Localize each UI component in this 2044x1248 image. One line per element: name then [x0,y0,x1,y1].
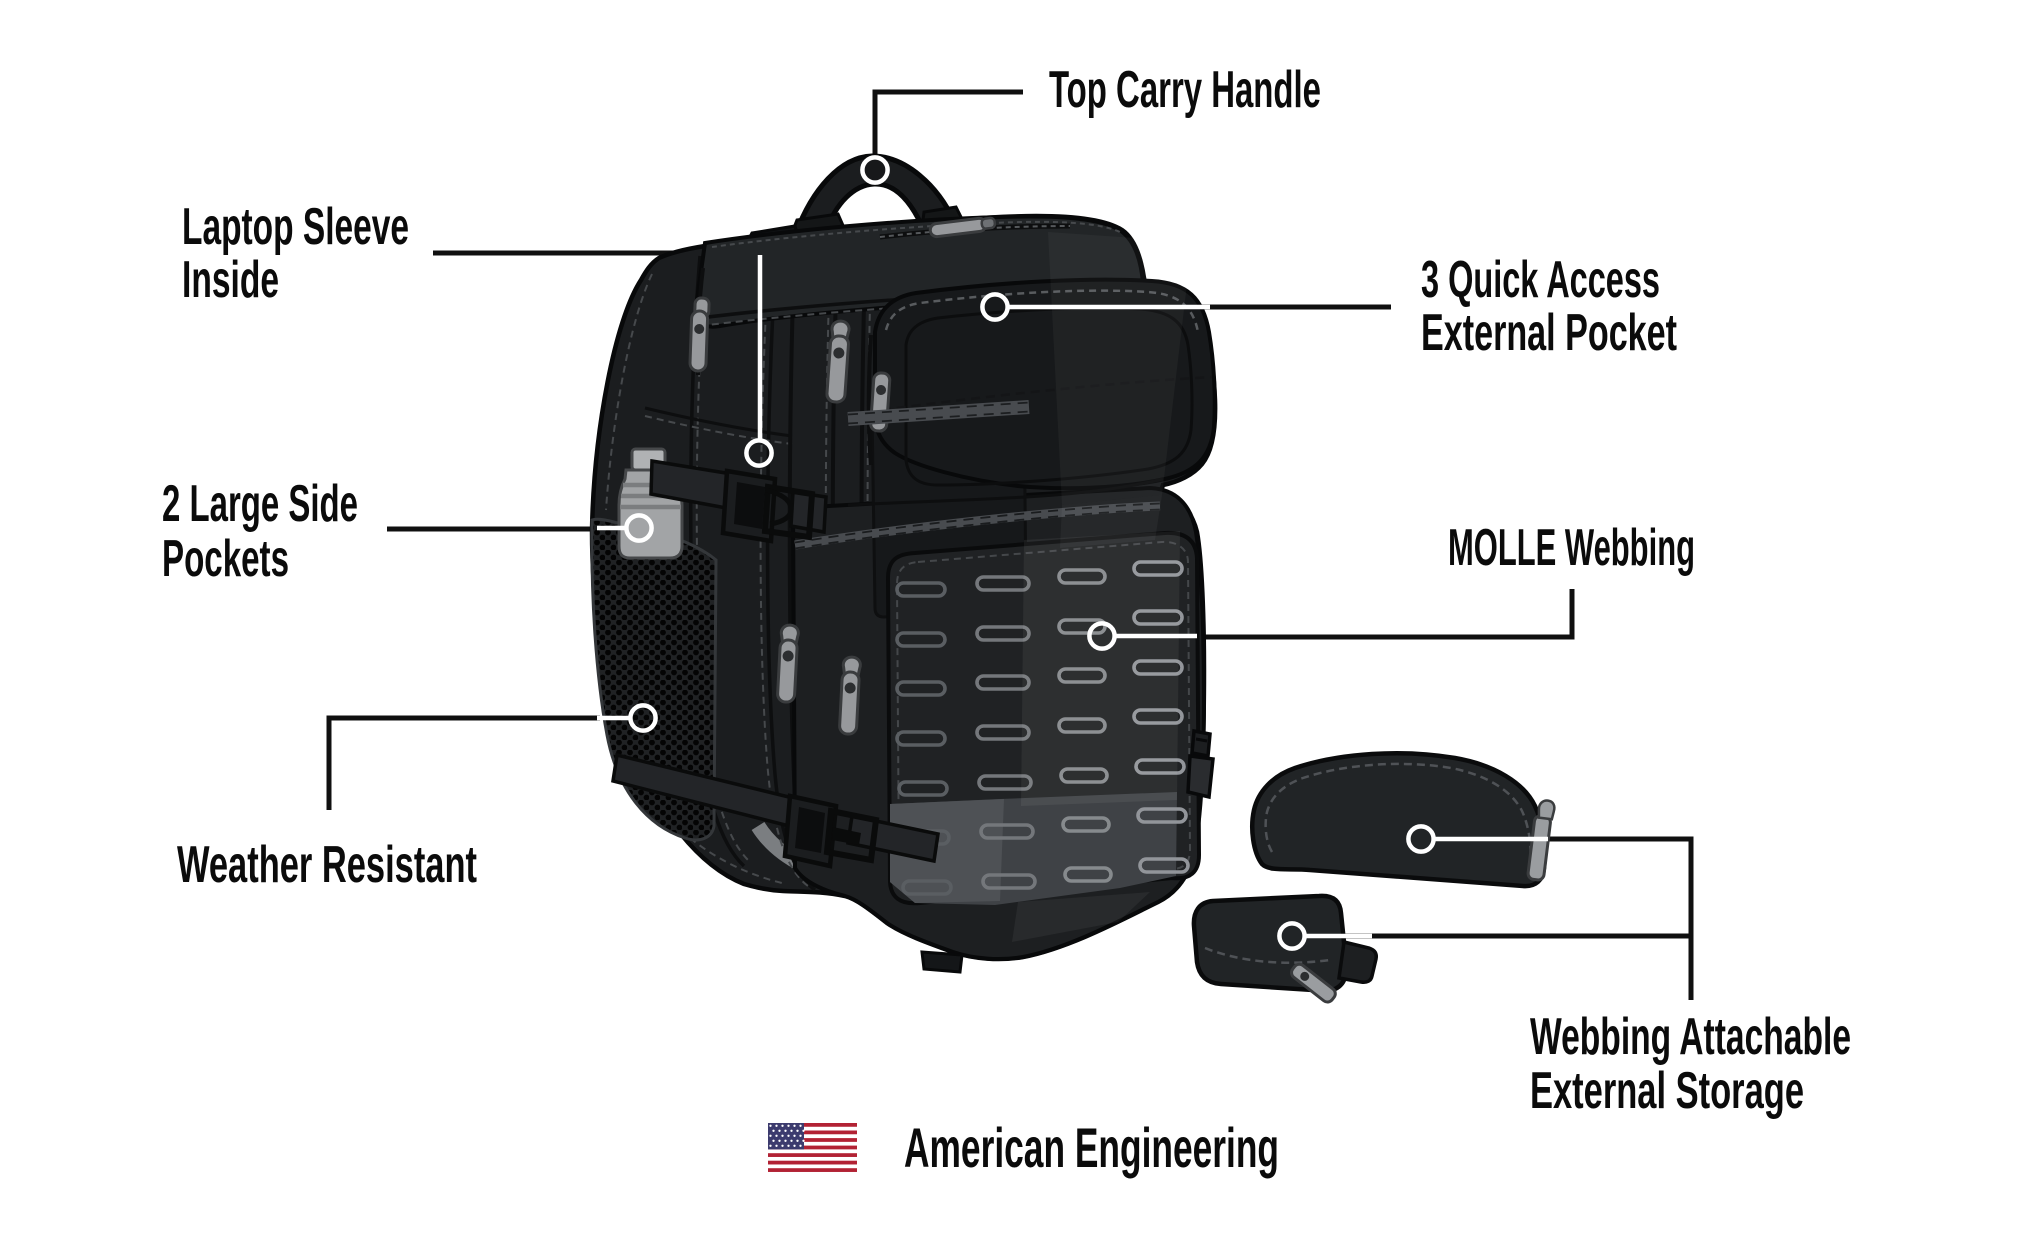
svg-text:2 Large Side: 2 Large Side [162,475,358,533]
svg-text:External Pocket: External Pocket [1421,304,1677,362]
svg-text:Weather Resistant: Weather Resistant [177,836,477,894]
svg-text:Laptop Sleeve: Laptop Sleeve [182,198,409,256]
svg-text:Pockets: Pockets [162,530,289,588]
svg-text:Top Carry Handle: Top Carry Handle [1049,61,1321,119]
svg-text:External Storage: External Storage [1530,1062,1804,1120]
svg-text:Webbing Attachable: Webbing Attachable [1530,1008,1851,1066]
svg-text:Inside: Inside [182,251,279,309]
svg-text:3 Quick Access: 3 Quick Access [1421,251,1660,309]
svg-text:MOLLE Webbing: MOLLE Webbing [1448,519,1695,577]
svg-text:American Engineering: American Engineering [904,1116,1279,1179]
